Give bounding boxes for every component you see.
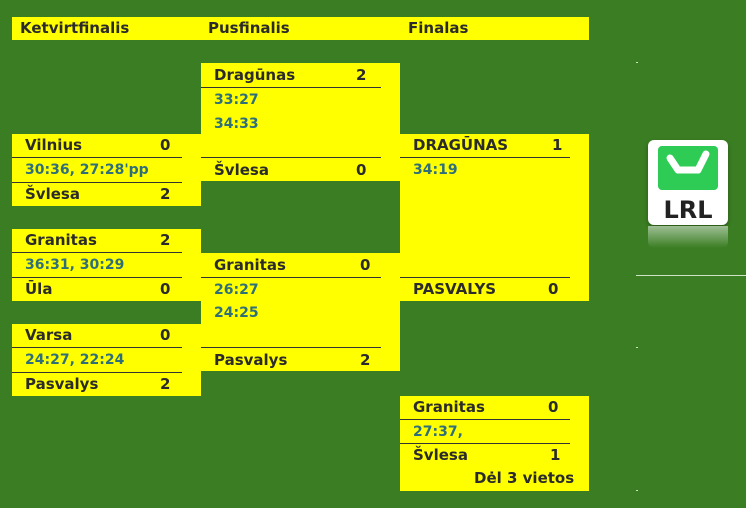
third-place-note: Dėl 3 vietos xyxy=(474,469,575,487)
divider xyxy=(400,419,570,420)
divider xyxy=(12,252,182,253)
final-score1: 1 xyxy=(552,136,563,154)
semifinal-1-score1: 2 xyxy=(356,66,367,84)
semifinal-1-box xyxy=(201,63,400,181)
decorative-line xyxy=(636,275,746,276)
semifinal-1-result-2: 34:33 xyxy=(214,116,259,132)
final-score2: 0 xyxy=(548,280,559,298)
final-team2: PASVALYS xyxy=(413,280,497,298)
quarterfinal-3-score1: 0 xyxy=(160,326,171,344)
semifinal-1-team1: Dragūnas xyxy=(214,66,296,84)
quarterfinal-2-box xyxy=(12,229,201,301)
quarterfinal-3-team2: Pasvalys xyxy=(25,375,99,393)
divider xyxy=(201,277,381,278)
semifinal-1-score2: 0 xyxy=(356,161,367,179)
quarterfinal-2-score2: 0 xyxy=(160,280,171,298)
divider xyxy=(400,443,570,444)
header-quarterfinals: Ketvirtfinalis xyxy=(20,19,130,37)
third-place-result: 27:37, xyxy=(413,424,463,440)
divider xyxy=(400,277,570,278)
divider xyxy=(400,157,570,158)
quarterfinal-3-box xyxy=(12,324,201,396)
quarterfinal-3-score2: 2 xyxy=(160,375,171,393)
final-team1: DRAGŪNAS xyxy=(413,136,509,154)
divider xyxy=(12,347,182,348)
third-place-team2: Švlesa xyxy=(413,446,468,464)
quarterfinal-2-team2: Ūla xyxy=(25,280,53,298)
decorative-tick xyxy=(636,347,638,348)
logo-reflection xyxy=(648,226,728,248)
header-bar xyxy=(12,17,589,40)
semifinal-1-result-1: 33:27 xyxy=(214,92,259,108)
third-place-score1: 0 xyxy=(548,398,559,416)
semifinal-2-result-2: 24:25 xyxy=(214,305,259,321)
semifinal-2-result-1: 26:27 xyxy=(214,282,259,298)
header-semifinals: Pusfinalis xyxy=(208,19,290,37)
quarterfinal-2-result: 36:31, 30:29 xyxy=(25,257,125,273)
semifinal-2-team1: Granitas xyxy=(214,256,286,274)
quarterfinal-3-team1: Varsa xyxy=(25,326,73,344)
quarterfinal-2-score1: 2 xyxy=(160,231,171,249)
lrl-logo-icon: LRL xyxy=(658,146,718,224)
divider xyxy=(12,157,182,158)
quarterfinal-1-result: 30:36, 27:28'pp xyxy=(25,162,149,178)
semifinal-2-score1: 0 xyxy=(360,256,371,274)
divider xyxy=(201,87,381,88)
header-final: Finalas xyxy=(408,19,469,37)
divider xyxy=(12,372,182,373)
third-place-team1: Granitas xyxy=(413,398,485,416)
semifinal-2-box xyxy=(201,253,400,371)
lrl-logo: LRL xyxy=(648,140,728,225)
final-result: 34:19 xyxy=(413,162,458,178)
quarterfinal-1-box xyxy=(12,134,201,206)
semifinal-1-team2: Švlesa xyxy=(214,161,269,179)
divider xyxy=(201,347,381,348)
divider xyxy=(12,277,182,278)
decorative-tick xyxy=(636,62,638,63)
quarterfinal-1-score1: 0 xyxy=(160,136,171,154)
quarterfinal-2-team1: Granitas xyxy=(25,231,97,249)
quarterfinal-1-team1: Vilnius xyxy=(25,136,83,154)
logo-text: LRL xyxy=(663,196,712,224)
quarterfinal-1-score2: 2 xyxy=(160,185,171,203)
semifinal-2-score2: 2 xyxy=(360,351,371,369)
quarterfinal-1-team2: Švlesa xyxy=(25,185,80,203)
third-place-score2: 1 xyxy=(550,446,561,464)
final-box xyxy=(400,134,589,301)
quarterfinal-3-result: 24:27, 22:24 xyxy=(25,352,125,368)
divider xyxy=(201,157,381,158)
semifinal-2-team2: Pasvalys xyxy=(214,351,288,369)
decorative-tick xyxy=(636,490,638,491)
divider xyxy=(12,182,182,183)
